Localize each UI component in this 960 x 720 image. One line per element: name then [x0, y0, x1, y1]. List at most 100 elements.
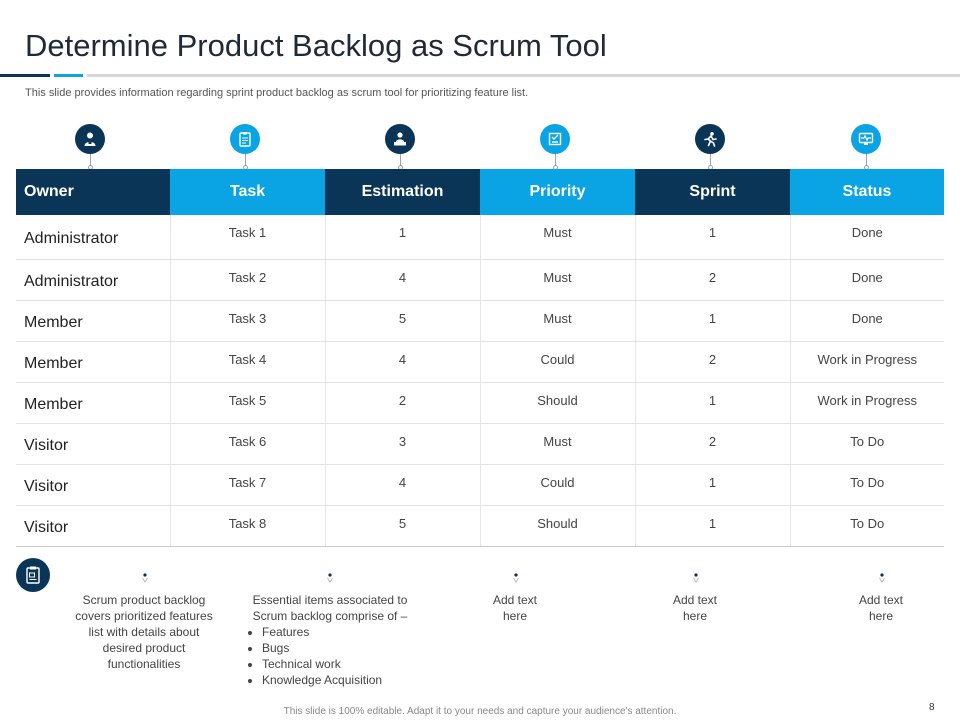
estimation-cell: 2 [324, 382, 480, 424]
task-icon-wrap [230, 124, 262, 172]
priority-icon-wrap [540, 124, 572, 172]
table-row: Member Task 3 5 Must 1 Done [16, 300, 944, 342]
pin-marker-icon [327, 573, 333, 583]
owner-cell: Administrator [16, 259, 170, 301]
column-header-status: Status [790, 169, 944, 215]
backlog-table: Owner Task Estimation Priority Sprint St… [16, 169, 944, 547]
priority-cell: Should [479, 382, 635, 424]
sprint-cell: 1 [634, 300, 790, 342]
sprint-cell: 1 [634, 505, 790, 547]
owner-cell: Visitor [16, 464, 170, 506]
user-badge-icon [75, 124, 105, 154]
sprint-cell: 1 [634, 382, 790, 424]
task-cell: Task 1 [169, 215, 325, 260]
table-row: Visitor Task 7 4 Could 1 To Do [16, 464, 944, 506]
connector-line [555, 154, 556, 166]
priority-cell: Must [479, 259, 635, 301]
owner-cell: Member [16, 382, 170, 424]
task-cell: Task 4 [169, 341, 325, 383]
essential-items-list: Features Bugs Technical work Knowledge A… [240, 624, 420, 688]
sprint-cell: 1 [634, 215, 790, 260]
estimation-icon-wrap [385, 124, 417, 172]
clipboard-notes-icon [16, 558, 50, 592]
owner-cell: Visitor [16, 423, 170, 465]
estimation-cell: 4 [324, 259, 480, 301]
estimation-cell: 5 [324, 300, 480, 342]
clipboard-icon [230, 124, 260, 154]
estimation-cell: 4 [324, 464, 480, 506]
checklist-icon [540, 124, 570, 154]
sprint-cell: 2 [634, 341, 790, 383]
task-cell: Task 5 [169, 382, 325, 424]
estimation-cell: 3 [324, 423, 480, 465]
title-rule-light [54, 74, 83, 77]
status-icon-wrap [851, 124, 883, 172]
owner-cell: Administrator [16, 215, 170, 260]
task-cell: Task 3 [169, 300, 325, 342]
footer-text: This slide is 100% editable. Adapt it to… [283, 706, 677, 717]
note-placeholder-1: Add text here [492, 593, 538, 623]
owner-cell: Visitor [16, 505, 170, 547]
estimation-cell: 4 [324, 341, 480, 383]
sprint-cell: 1 [634, 464, 790, 506]
pin-marker-icon [142, 573, 148, 583]
table-header-row: Owner Task Estimation Priority Sprint St… [16, 169, 944, 215]
estimation-cell: 1 [324, 215, 480, 260]
status-cell: To Do [789, 423, 944, 465]
runner-icon [695, 124, 725, 154]
status-cell: To Do [789, 505, 944, 547]
note-placeholder-3: Add text here [858, 593, 904, 623]
slide-title: Determine Product Backlog as Scrum Tool [25, 28, 607, 63]
slide-subtitle: This slide provides information regardin… [25, 87, 529, 99]
connector-line [90, 154, 91, 166]
note-placeholder-2: Add text here [672, 593, 718, 623]
pin-marker-icon [879, 573, 885, 583]
table-row: Member Task 5 2 Should 1 Work in Progres… [16, 382, 944, 424]
status-cell: Work in Progress [789, 341, 944, 383]
connector-line [866, 154, 867, 166]
priority-cell: Could [479, 464, 635, 506]
table-row: Administrator Task 2 4 Must 2 Done [16, 259, 944, 301]
pin-marker-icon [693, 573, 699, 583]
column-header-owner: Owner [16, 169, 170, 215]
priority-cell: Must [479, 215, 635, 260]
list-item: Bugs [262, 640, 420, 656]
sprint-cell: 2 [634, 423, 790, 465]
sprint-cell: 2 [634, 259, 790, 301]
estimation-cell: 5 [324, 505, 480, 547]
connector-line [710, 154, 711, 166]
status-cell: Done [789, 300, 944, 342]
task-cell: Task 6 [169, 423, 325, 465]
owner-cell: Member [16, 300, 170, 342]
status-cell: Done [789, 259, 944, 301]
column-header-estimation: Estimation [325, 169, 480, 215]
table-row: Member Task 4 4 Could 2 Work in Progress [16, 341, 944, 383]
sprint-icon-wrap [695, 124, 727, 172]
note-scrum-backlog: Scrum product backlog covers prioritized… [75, 593, 213, 671]
pin-marker-icon [513, 573, 519, 583]
priority-cell: Should [479, 505, 635, 547]
connector-line [400, 154, 401, 166]
status-cell: To Do [789, 464, 944, 506]
note-essential-items: Essential items associated to Scrum back… [240, 592, 420, 688]
list-item: Technical work [262, 656, 420, 672]
owner-icon-wrap [75, 124, 107, 172]
note-essential-intro: Essential items associated to Scrum back… [252, 593, 408, 623]
table-row: Visitor Task 8 5 Should 1 To Do [16, 505, 944, 547]
status-cell: Done [789, 215, 944, 260]
priority-cell: Must [479, 300, 635, 342]
owner-cell: Member [16, 341, 170, 383]
list-item: Features [262, 624, 420, 640]
status-cell: Work in Progress [789, 382, 944, 424]
list-item: Knowledge Acquisition [262, 672, 420, 688]
column-header-priority: Priority [480, 169, 635, 215]
priority-cell: Could [479, 341, 635, 383]
task-cell: Task 8 [169, 505, 325, 547]
table-row: Visitor Task 6 3 Must 2 To Do [16, 423, 944, 465]
connector-line [245, 154, 246, 166]
table-row: Administrator Task 1 1 Must 1 Done [16, 215, 944, 260]
priority-cell: Must [479, 423, 635, 465]
page-number: 8 [929, 702, 935, 713]
monitor-pulse-icon [851, 124, 881, 154]
task-cell: Task 7 [169, 464, 325, 506]
